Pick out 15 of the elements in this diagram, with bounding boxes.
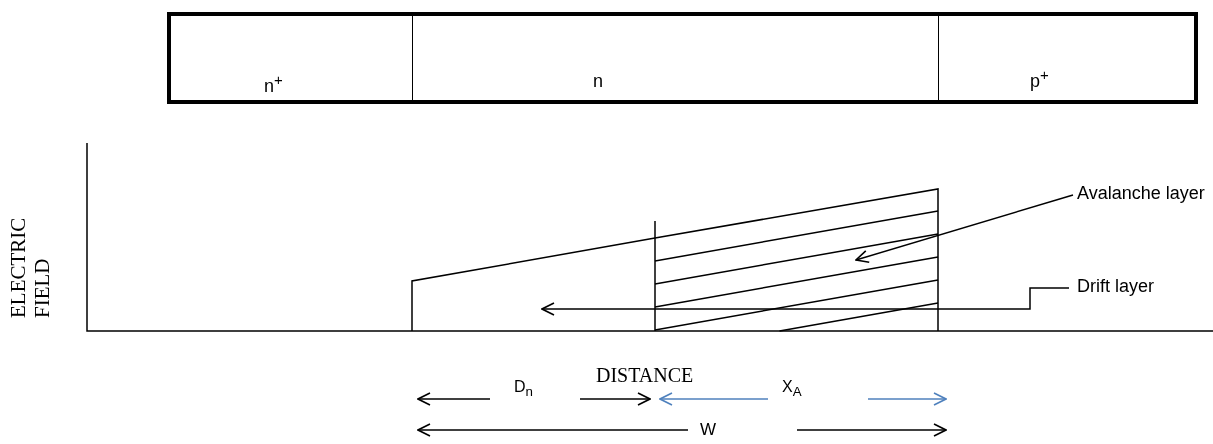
- dimension-label: X$_{A}$: [782, 378, 802, 400]
- axis-label: ELECTRIC FIELD: [6, 216, 54, 318]
- region-cell: [167, 12, 413, 104]
- dimension-label: W: [700, 420, 717, 440]
- dimension-label: D$_{n}$: [514, 378, 533, 400]
- region-cell: [412, 12, 939, 104]
- region-cell: [938, 12, 1198, 104]
- region-label: p$^{+}$: [1030, 66, 1049, 92]
- callout-label: Avalanche layer: [1077, 183, 1205, 204]
- leader-arrow: [855, 194, 1074, 264]
- callout-label: Drift layer: [1077, 276, 1154, 297]
- region-label: n: [593, 71, 603, 92]
- leader-arrow: [541, 287, 1070, 316]
- dimension-label: DISTANCE: [596, 364, 694, 387]
- region-label: n$^{+}$: [264, 71, 283, 97]
